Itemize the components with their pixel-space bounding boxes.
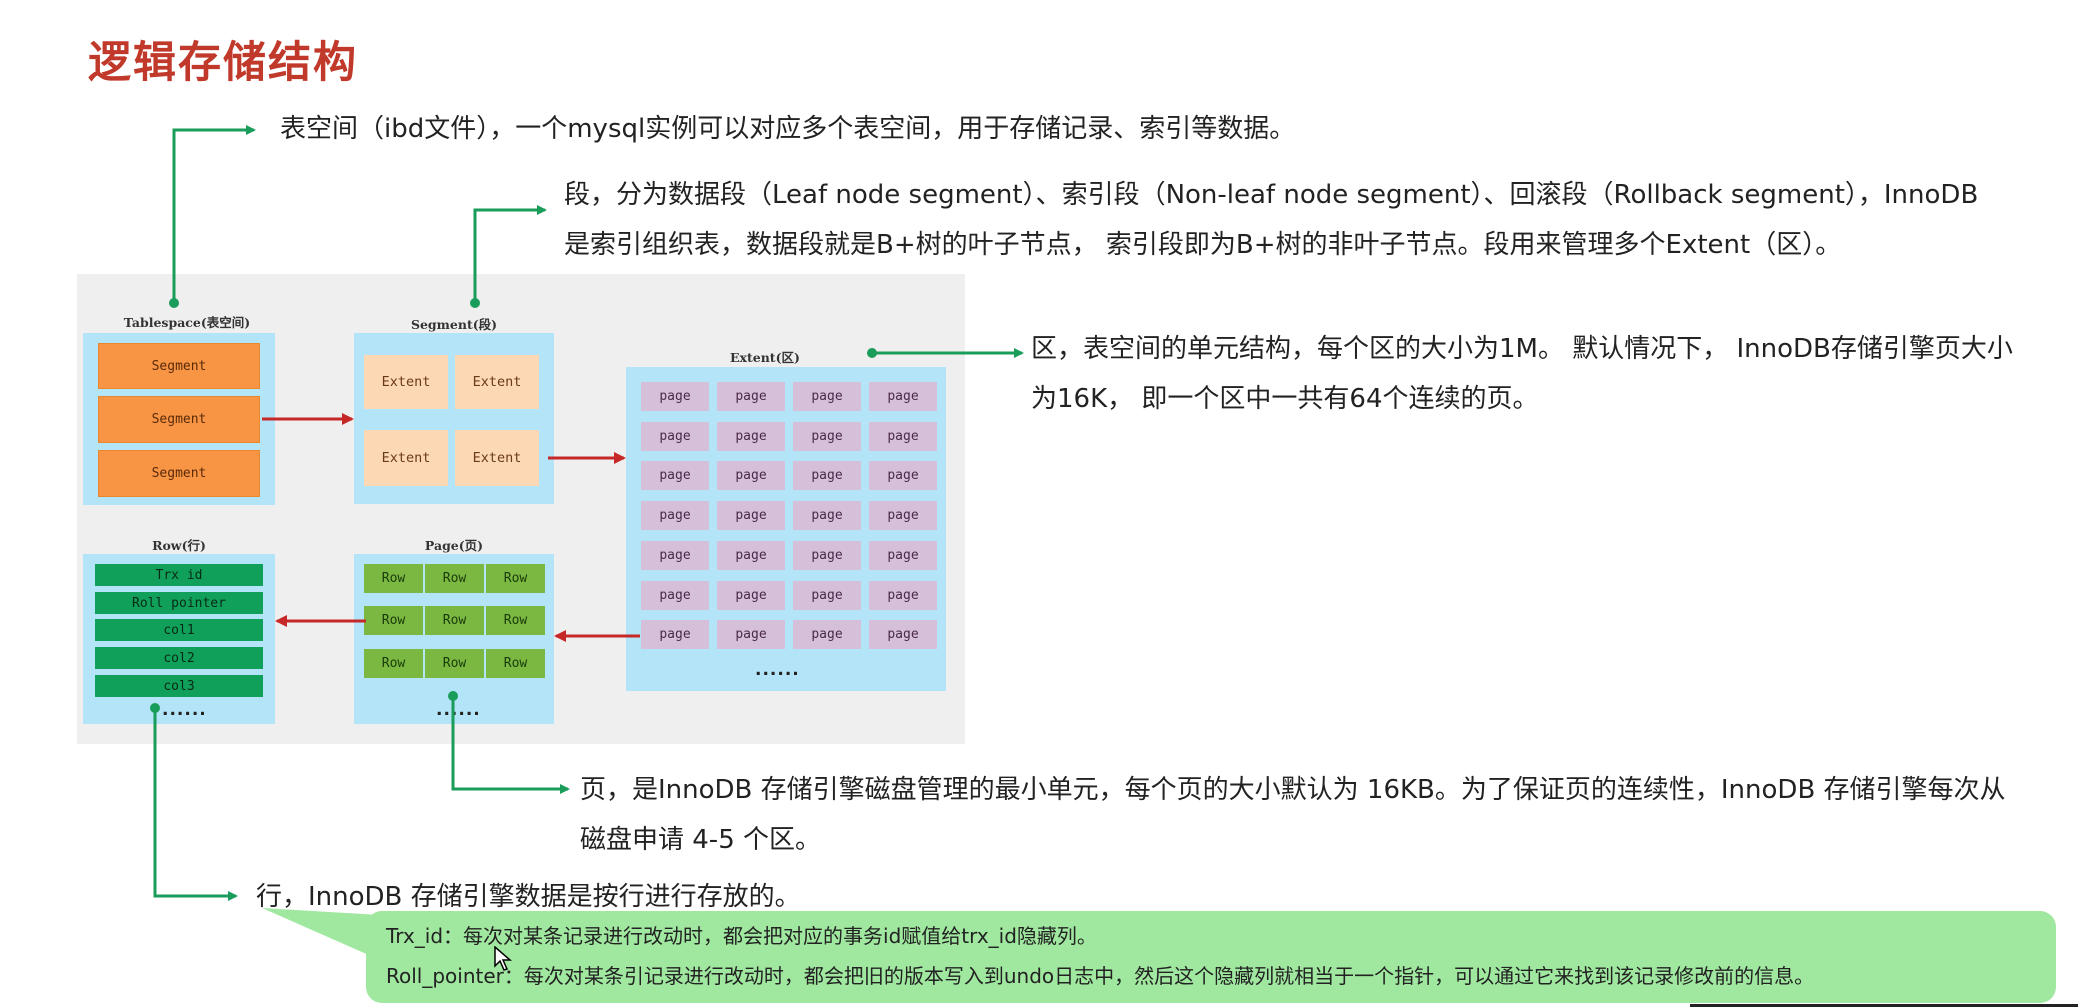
- segment-description-line2: 是索引组织表，数据段就是B+树的叶子节点， 索引段即为B+树的非叶子节点。段用来…: [564, 230, 1842, 260]
- flow-arrows: [262, 413, 640, 642]
- row-cell: Row: [486, 649, 545, 678]
- bottom-edge-bar: [1690, 1004, 2078, 1007]
- page-cell: page: [869, 461, 937, 491]
- page-cell: page: [717, 501, 785, 531]
- mouse-cursor-icon: [494, 946, 512, 971]
- page-cell: page: [641, 540, 709, 570]
- page-ellipsis: ......: [436, 700, 481, 720]
- page-cell: page: [717, 382, 785, 411]
- extent-description-line2: 为16K， 即一个区中一共有64个连续的页。: [1031, 384, 1539, 414]
- page-description-line1: 页，是InnoDB 存储引擎磁盘管理的最小单元，每个页的大小默认为 16KB。为…: [580, 775, 2006, 805]
- row-field-col2: col2: [95, 647, 263, 669]
- page-cell: page: [869, 620, 937, 650]
- page-cell: page: [793, 580, 861, 610]
- page-connector: [451, 696, 570, 794]
- page-cell: page: [641, 580, 709, 610]
- tablespace-box: Segment Segment Segment: [83, 333, 275, 505]
- page-cell: page: [793, 382, 861, 411]
- note-roll-pointer: Roll_pointer：每次对某条引记录进行改动时，都会把旧的版本写入到und…: [386, 964, 1815, 988]
- tablespace-label: Tablespace(表空间): [123, 315, 251, 330]
- page-cell: page: [869, 382, 937, 411]
- row-cell: Row: [486, 564, 545, 593]
- note-callout-pointer: [262, 908, 380, 960]
- row-connector: [153, 708, 238, 901]
- row-box: Trx id Roll pointer col1 col2 col3 .....…: [83, 554, 275, 724]
- page-cell: page: [641, 421, 709, 451]
- row-label: Row(行): [152, 538, 206, 553]
- row-connector-dot: [150, 703, 160, 713]
- extent-block: Extent: [364, 355, 448, 409]
- page-cell: page: [869, 580, 937, 610]
- segment-block: Segment: [98, 450, 260, 497]
- segment-description-line1: 段，分为数据段（Leaf node segment）、索引段（Non-leaf …: [564, 180, 1979, 210]
- row-field-col1: col1: [95, 619, 263, 641]
- segment-connector-dot: [470, 298, 480, 308]
- segment-block: Segment: [98, 396, 260, 443]
- page-cell: page: [717, 461, 785, 491]
- page-cell: page: [641, 501, 709, 531]
- page-connector-dot: [448, 691, 458, 701]
- row-cell: Row: [486, 606, 545, 635]
- page-title: 逻辑存储结构: [88, 38, 358, 88]
- page-cell: page: [869, 421, 937, 451]
- page-cell: page: [641, 382, 709, 411]
- row-cell: Row: [364, 606, 423, 635]
- extent-description-line1: 区，表空间的单元结构，每个区的大小为1M。 默认情况下， InnoDB存储引擎页…: [1031, 334, 2013, 364]
- extent-block: Extent: [364, 430, 448, 486]
- extent-block: Extent: [455, 430, 539, 486]
- row-cell: Row: [364, 649, 423, 678]
- tablespace-connector: [172, 125, 256, 303]
- page-box: Row Row Row Row Row Row Row Row Row ....…: [354, 554, 554, 724]
- row-field-col3: col3: [95, 675, 263, 697]
- page-cell: page: [717, 421, 785, 451]
- extent-connector-dot: [867, 348, 877, 358]
- segment-connector: [473, 205, 547, 303]
- extent-box: page page page page page page page page page page…: [626, 367, 946, 691]
- page-cell: page: [717, 540, 785, 570]
- page-cell: page: [869, 501, 937, 531]
- page-cell: page: [641, 461, 709, 491]
- segment-box: Extent Extent Extent Extent: [354, 333, 554, 504]
- extent-block: Extent: [455, 355, 539, 409]
- row-ellipsis: ......: [162, 700, 207, 720]
- page-cell: page: [793, 421, 861, 451]
- tablespace-description: 表空间（ibd文件），一个mysql实例可以对应多个表空间，用于存储记录、索引等…: [280, 114, 1296, 144]
- tablespace-connector-dot: [169, 298, 179, 308]
- page-cell: page: [793, 540, 861, 570]
- row-cell: Row: [364, 564, 423, 593]
- page-cell: page: [641, 620, 709, 650]
- hidden-columns-note: Trx_id：每次对某条记录进行改动时，都会把对应的事务id赋值给trx_id隐…: [366, 911, 2056, 1003]
- page-cell: page: [869, 540, 937, 570]
- page-cell: page: [717, 580, 785, 610]
- extent-ellipsis: ......: [755, 660, 800, 680]
- page-cell: page: [793, 461, 861, 491]
- page-cell: page: [793, 501, 861, 531]
- row-cell: Row: [425, 606, 484, 635]
- note-trx-id: Trx_id：每次对某条记录进行改动时，都会把对应的事务id赋值给trx_id隐…: [386, 924, 1097, 948]
- row-cell: Row: [425, 649, 484, 678]
- page-cell: page: [717, 620, 785, 650]
- row-field-roll-pointer: Roll pointer: [95, 592, 263, 614]
- row-description: 行，InnoDB 存储引擎数据是按行进行存放的。: [256, 882, 801, 912]
- page-cell: page: [793, 620, 861, 650]
- row-cell: Row: [425, 564, 484, 593]
- page-description-line2: 磁盘申请 4-5 个区。: [580, 825, 821, 855]
- segment-block: Segment: [98, 343, 260, 389]
- segment-label: Segment(段): [410, 317, 498, 332]
- page-label: Page(页): [424, 538, 484, 553]
- extent-label: Extent(区): [730, 350, 800, 365]
- row-field-trx-id: Trx id: [95, 564, 263, 586]
